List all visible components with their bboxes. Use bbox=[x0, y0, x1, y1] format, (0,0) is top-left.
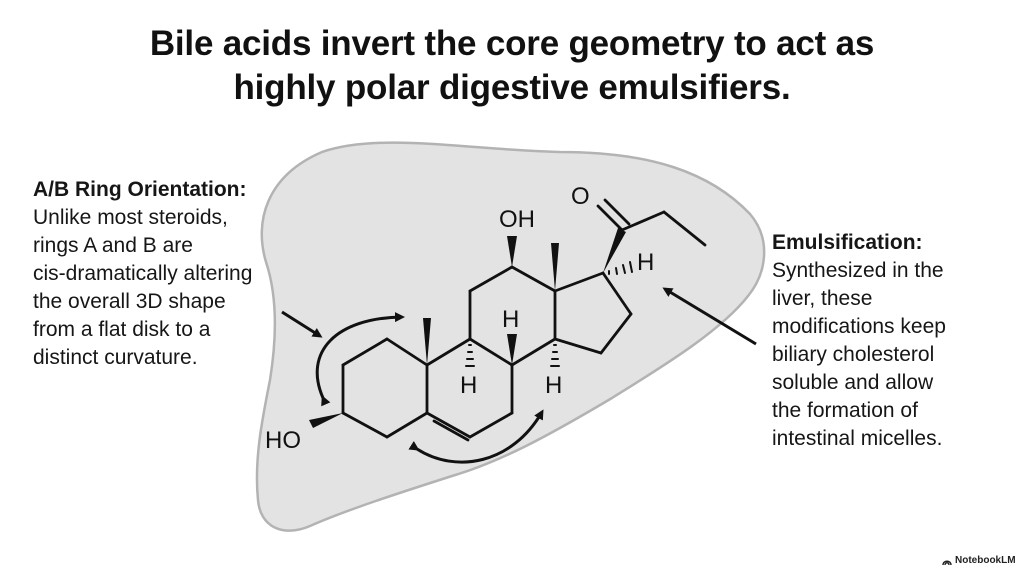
ab-ring-annotation: A/B Ring Orientation: Unlike most steroi… bbox=[33, 176, 301, 372]
emulsification-line: Synthesized in the bbox=[772, 259, 944, 282]
bond-c8-c9 bbox=[468, 337, 514, 367]
label-h-c14: H bbox=[545, 372, 562, 399]
emulsification-heading: Emulsification: bbox=[772, 231, 923, 254]
hash-c17-h-2 bbox=[615, 267, 618, 275]
emulsification-line: soluble and allow bbox=[772, 371, 934, 394]
bond-c17-c16 bbox=[601, 271, 633, 316]
bond-c20-c21 bbox=[620, 210, 666, 232]
ab-ring-line: cis-dramatically altering bbox=[33, 262, 253, 285]
notebooklm-wordmark: NotebookLM bbox=[955, 555, 1016, 566]
emulsification-line: biliary cholesterol bbox=[772, 343, 935, 366]
emulsification-line: the formation of bbox=[772, 399, 918, 422]
wedge-c3-ho bbox=[309, 413, 343, 428]
stereo-hash-bonds bbox=[465, 261, 633, 367]
ab-ring-line: from a flat disk to a bbox=[33, 318, 211, 341]
bond-c11-c12 bbox=[468, 265, 514, 293]
label-oh-c12: OH bbox=[499, 206, 535, 233]
emulsification-line: modifications keep bbox=[772, 315, 946, 338]
label-h-c8: H bbox=[502, 306, 519, 333]
wedge-c12-oh bbox=[507, 236, 517, 267]
ab-ring-line: distinct curvature. bbox=[33, 346, 198, 369]
bond-c9-c10 bbox=[425, 337, 472, 367]
wedge-c10-methyl bbox=[423, 318, 431, 365]
stereo-wedges bbox=[309, 228, 626, 428]
label-h-c17: H bbox=[637, 249, 654, 276]
bond-c15-c14 bbox=[553, 337, 603, 355]
bond-c3-c4 bbox=[341, 411, 389, 439]
ab-ring-heading: A/B Ring Orientation: bbox=[33, 178, 247, 201]
bond-c13-c17 bbox=[553, 271, 605, 293]
page-title: Bile acids invert the core geometry to a… bbox=[0, 22, 1024, 110]
label-h-c9: H bbox=[460, 372, 477, 399]
wedge-c8-h bbox=[507, 334, 517, 365]
hash-c17-h-4 bbox=[629, 261, 633, 273]
hash-c17-h-3 bbox=[622, 264, 626, 274]
notebooklm-logo-icon bbox=[942, 560, 952, 565]
ab-ring-line: Unlike most steroids, bbox=[33, 206, 228, 229]
bond-c20-o bbox=[596, 204, 624, 232]
ab-ring-line: the overall 3D shape bbox=[33, 290, 226, 313]
bond-c12-c13 bbox=[510, 265, 557, 293]
label-carbonyl-oxygen: O bbox=[571, 183, 590, 210]
bond-c16-c15 bbox=[599, 312, 633, 355]
emulsification-annotation: Emulsification: Synthesized in the liver… bbox=[772, 229, 1008, 453]
wedge-c13-methyl bbox=[551, 243, 559, 291]
ab-ring-line: rings A and B are bbox=[33, 234, 193, 257]
atom-labels: OH HO O H H H H bbox=[265, 183, 654, 454]
page-title-line-1: Bile acids invert the core geometry to a… bbox=[149, 24, 875, 63]
curved-double-arrow-left bbox=[315, 312, 405, 407]
bond-c14-c8 bbox=[510, 337, 557, 367]
curved-double-arrow-bottom bbox=[408, 409, 544, 464]
page-title-line-2: highly polar digestive emulsifiers. bbox=[233, 68, 791, 107]
bond-c20-o-double bbox=[603, 198, 631, 226]
emulsification-line: liver, these bbox=[772, 287, 873, 310]
emulsification-line: intestinal micelles. bbox=[772, 427, 943, 450]
wedge-c17-sidechain bbox=[603, 228, 626, 273]
pointer-arrow-left bbox=[281, 310, 323, 338]
bond-c21-c22 bbox=[662, 210, 707, 247]
label-ho-c3: HO bbox=[265, 427, 301, 454]
notebooklm-watermark: NotebookLM bbox=[942, 555, 1016, 566]
pointer-arrow-right bbox=[662, 287, 757, 346]
